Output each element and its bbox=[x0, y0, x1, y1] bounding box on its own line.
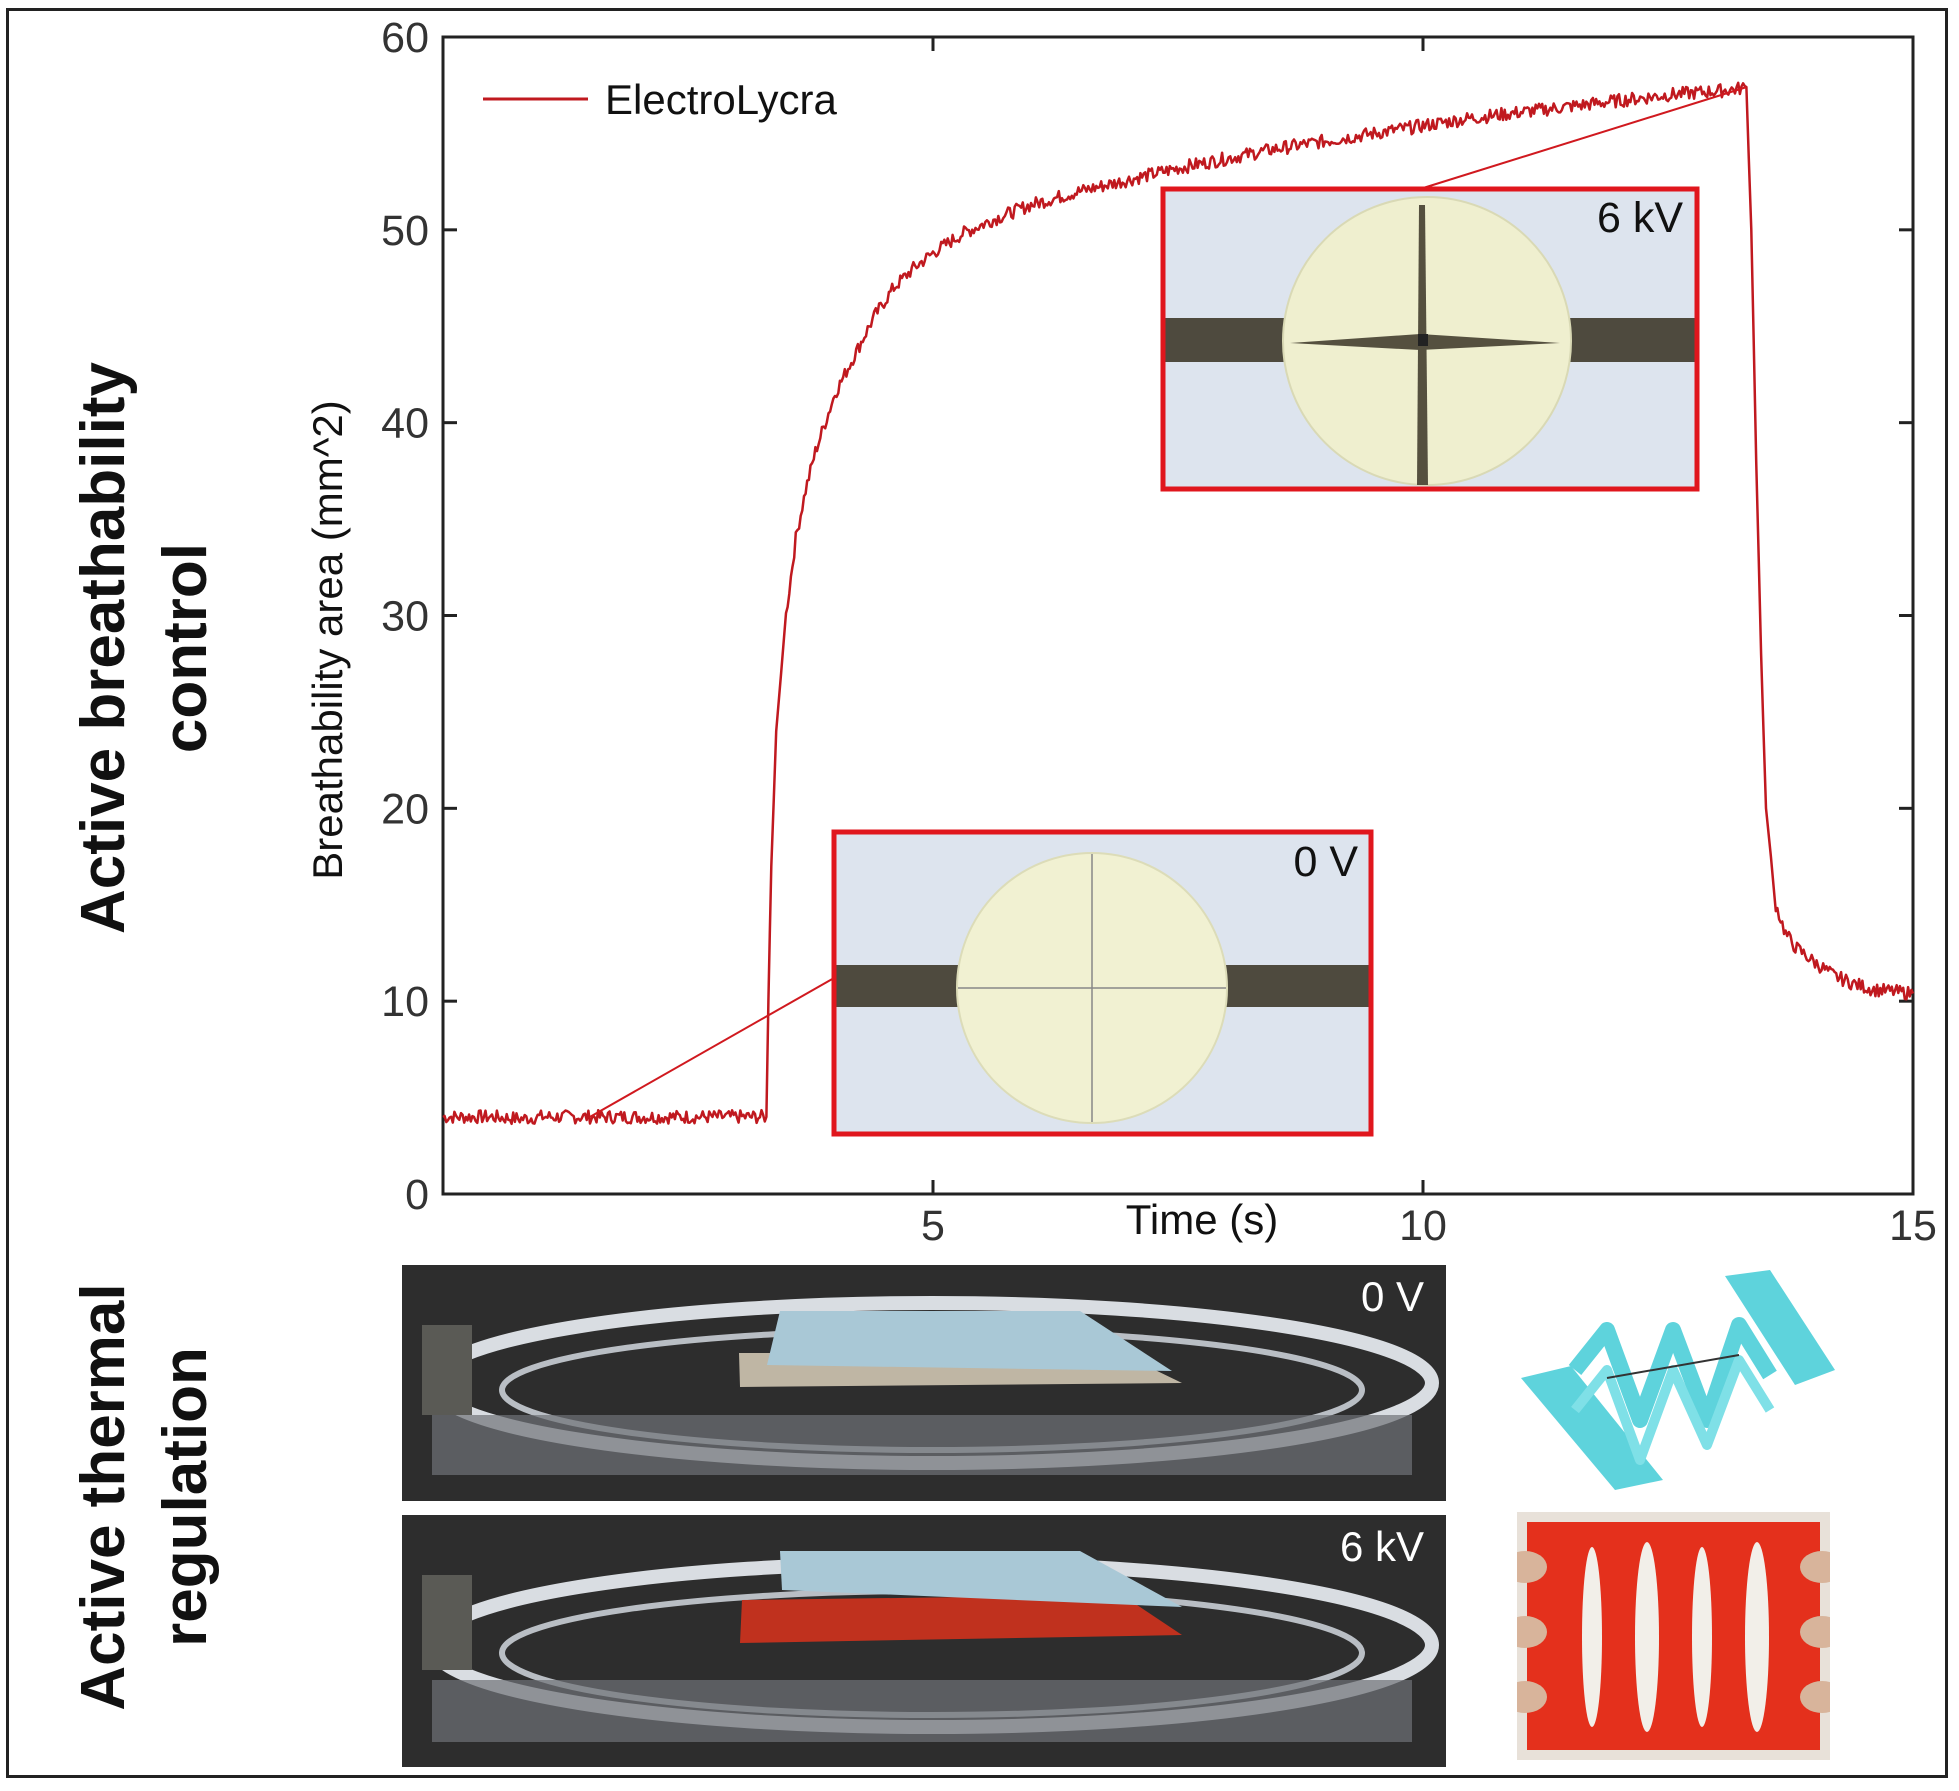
y-axis-label: Breathability area (mm^2) bbox=[304, 400, 351, 880]
y-tick-label: 30 bbox=[381, 593, 429, 641]
inset-border bbox=[1160, 186, 1700, 492]
legend: ElectroLycra bbox=[483, 76, 838, 123]
y-tick-label: 20 bbox=[381, 785, 429, 833]
red-textile-photo bbox=[1517, 1512, 1830, 1760]
side-label-line: regulation bbox=[151, 1347, 220, 1647]
x-tick-label: 5 bbox=[921, 1202, 945, 1250]
photo-label-0v: 0 V bbox=[1360, 1273, 1424, 1320]
device-render bbox=[402, 1515, 1446, 1767]
inset-photo-6kv: 6 kV bbox=[1160, 186, 1700, 492]
x-tick-label: 10 bbox=[1399, 1202, 1447, 1250]
slit-center bbox=[1418, 334, 1428, 346]
wire bbox=[422, 1575, 472, 1670]
y-tick-label: 50 bbox=[381, 207, 429, 255]
side-label-thermal: Active thermal regulation bbox=[63, 1283, 227, 1710]
y-tick-label: 0 bbox=[405, 1171, 429, 1219]
inset-connector-6kv bbox=[1419, 86, 1747, 190]
blue-flap-lifted bbox=[780, 1551, 1182, 1607]
inset-label-6kv: 6 kV bbox=[1597, 194, 1683, 242]
inset-photo-0v: 0 V bbox=[831, 829, 1374, 1137]
inset-connector-0v bbox=[589, 977, 835, 1118]
y-tick-label: 40 bbox=[381, 400, 429, 448]
kirigami-structure-illustration bbox=[1521, 1270, 1835, 1490]
thermal-photo-6kv: 6 kV bbox=[402, 1515, 1446, 1767]
y-tick-label: 10 bbox=[381, 978, 429, 1026]
breathability-chart: 0 10 20 30 40 50 60 5 10 15 Time (s) Breathabilit… bbox=[304, 14, 1937, 1250]
y-tick-label: 60 bbox=[381, 14, 429, 62]
legend-label: ElectroLycra bbox=[605, 76, 838, 123]
device-render bbox=[402, 1265, 1446, 1501]
photo-label-6kv: 6 kV bbox=[1339, 1523, 1424, 1570]
thermal-photo-0v: 0 V bbox=[402, 1265, 1446, 1501]
inset-border bbox=[831, 829, 1374, 1137]
figure-frame bbox=[6, 8, 1948, 1778]
red-underside bbox=[740, 1595, 1182, 1643]
inset-label-0v: 0 V bbox=[1293, 838, 1358, 886]
tick-labels: 0 10 20 30 40 50 60 5 10 15 bbox=[381, 14, 1937, 1250]
x-axis-label: Time (s) bbox=[1126, 1196, 1278, 1243]
blue-flap bbox=[767, 1311, 1172, 1371]
series-line-electrolycra bbox=[442, 81, 1915, 1126]
side-label-line: Active thermal bbox=[69, 1283, 138, 1711]
axis-ticks bbox=[443, 35, 1915, 1196]
wire bbox=[422, 1325, 472, 1415]
x-tick-label: 15 bbox=[1889, 1202, 1937, 1250]
